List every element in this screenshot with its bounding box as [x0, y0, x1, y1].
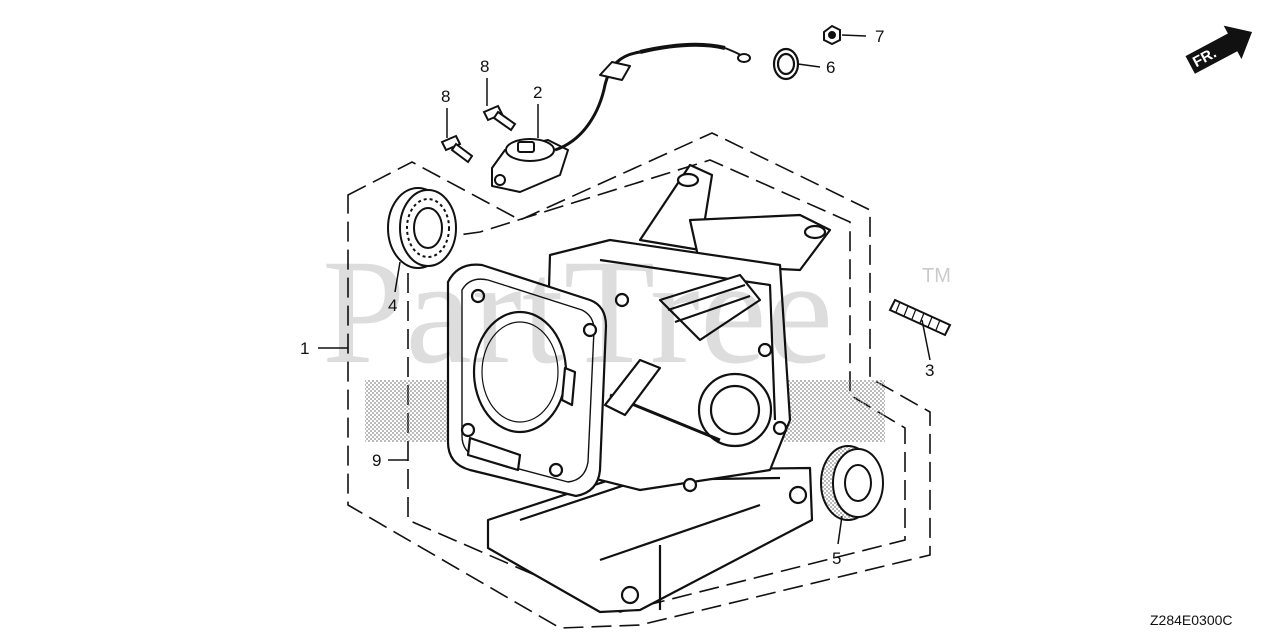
- flange-bolt-lower: [440, 134, 474, 164]
- callout-6: 6: [826, 58, 835, 77]
- crankcase: [486, 163, 832, 614]
- leader-lines: [318, 34, 931, 545]
- callout-7: 7: [875, 27, 884, 46]
- callout-5: 5: [832, 549, 841, 568]
- watermark-text: PartTree: [322, 229, 833, 395]
- oil-alert-switch: [491, 42, 751, 193]
- plug-nut: [823, 24, 841, 46]
- watermark: PartTree TM: [322, 229, 951, 395]
- o-ring: [772, 47, 800, 81]
- callout-1: 1: [300, 339, 309, 358]
- flange-bolt-upper: [482, 104, 517, 132]
- callout-2: 2: [533, 83, 542, 102]
- trademark-mark: TM: [922, 265, 951, 287]
- oil-seal: [820, 445, 884, 521]
- diagram-code: Z284E0300C: [1150, 612, 1233, 628]
- callout-4: 4: [388, 296, 397, 315]
- stud-bolt: [888, 298, 952, 337]
- group-outline-1: [347, 132, 931, 629]
- callouts: 1 2 3 4 5 6 7 8 8 9: [300, 27, 934, 568]
- callout-9: 9: [372, 451, 381, 470]
- callout-8-lower: 8: [441, 87, 450, 106]
- callout-3: 3: [925, 361, 934, 380]
- ball-bearing: [387, 187, 457, 269]
- direction-arrow-icon: FR.: [1185, 25, 1253, 74]
- cylinder-flange: [446, 263, 608, 498]
- callout-8-upper: 8: [480, 57, 489, 76]
